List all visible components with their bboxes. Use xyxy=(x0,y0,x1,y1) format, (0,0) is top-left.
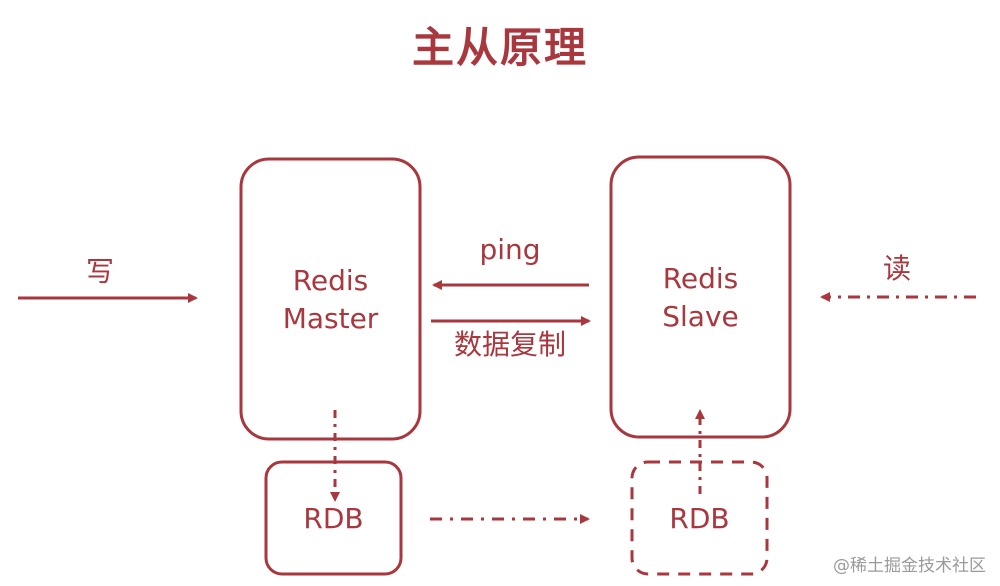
master-box xyxy=(239,157,422,441)
slave-label-line1: Redis xyxy=(662,262,739,295)
master-label-line1: Redis xyxy=(292,264,369,297)
rdb-master-label: RDB xyxy=(303,502,364,535)
rdb-slave-label: RDB xyxy=(669,502,730,535)
watermark: @稀土掘金技术社区 xyxy=(833,556,986,576)
ping-label: ping xyxy=(479,233,541,266)
master-label: Redis Master xyxy=(241,262,420,338)
write-label: 写 xyxy=(85,255,114,288)
slave-label: Redis Slave xyxy=(611,260,790,336)
slave-box xyxy=(609,155,792,439)
rdb-slave-box xyxy=(630,460,769,576)
slave-label-line2: Slave xyxy=(662,300,739,333)
master-label-line2: Master xyxy=(282,302,379,335)
replication-label: 数据复制 xyxy=(453,328,566,361)
diagram-title: 主从原理 xyxy=(411,23,588,72)
read-label: 读 xyxy=(882,252,911,285)
